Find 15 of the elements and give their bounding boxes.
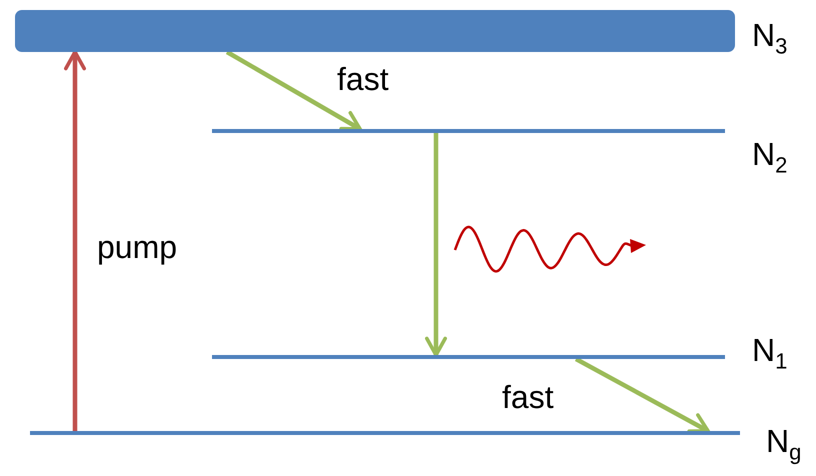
- energy-level-bar: [212, 129, 725, 133]
- level-label: N$_{g}$: [766, 424, 802, 465]
- edge-label: pump: [97, 230, 178, 266]
- level-label: N$_{2}$: [752, 137, 788, 178]
- energy-level-bar: [15, 10, 735, 52]
- edge-label: fast: [337, 62, 389, 98]
- level-label: N$_{3}$: [752, 18, 788, 59]
- level-label: N$_{1}$: [752, 333, 788, 374]
- edge-label: fast: [502, 380, 554, 416]
- arrow: [64, 50, 86, 431]
- arrow: [425, 133, 447, 357]
- arrow: [574, 357, 710, 433]
- energy-level-bar: [212, 355, 725, 359]
- energy-level-bar: [30, 431, 740, 435]
- arrow: [226, 50, 362, 131]
